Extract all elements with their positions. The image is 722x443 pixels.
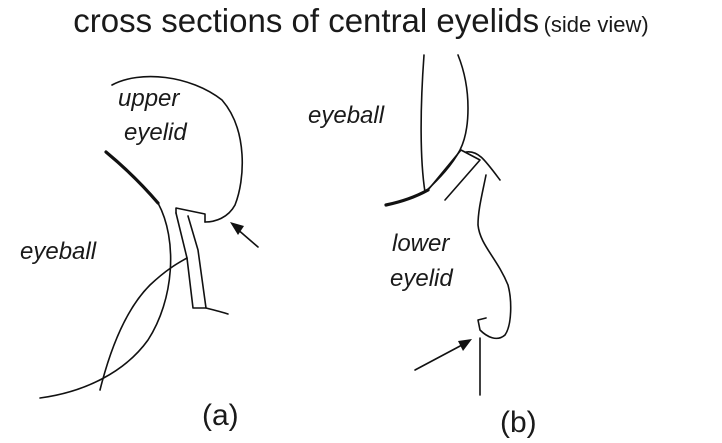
panel-b-lower-eyelid-outline	[466, 152, 511, 339]
panel-b-caption: (b)	[500, 406, 537, 439]
panel-a-lid-tail	[206, 308, 228, 314]
panel-b-eyeball-left-line	[421, 55, 425, 192]
panel-a-caption: (a)	[202, 399, 239, 432]
panel-a-tarsal-strip	[176, 213, 206, 308]
panel-b-eyeball-thick-edge	[386, 190, 428, 205]
panel-a-eyeball-label: eyeball	[20, 238, 97, 265]
panel-b-lower-label-2: eyelid	[390, 265, 453, 292]
panel-b-arrow-icon	[415, 339, 472, 370]
panel-b: eyeball lower eyelid (b)	[308, 55, 537, 439]
panel-b-eyeball-right-line	[425, 55, 468, 192]
panel-b-eyeball-label: eyeball	[308, 102, 385, 129]
panel-a-upper-label-2: eyelid	[124, 119, 187, 146]
panel-b-tarsal-strip	[428, 150, 480, 200]
panel-a-eyelid-margin	[176, 208, 205, 222]
panel-a-eyeball-thick-edge	[106, 152, 158, 203]
panel-a-upper-label-1: upper	[118, 85, 180, 112]
panel-b-lower-label-1: lower	[392, 230, 450, 257]
panel-a: upper eyelid eyeball (a)	[20, 77, 258, 432]
panel-a-eyeball-inner-curve	[100, 258, 187, 390]
panel-a-arrow-icon	[230, 222, 258, 247]
